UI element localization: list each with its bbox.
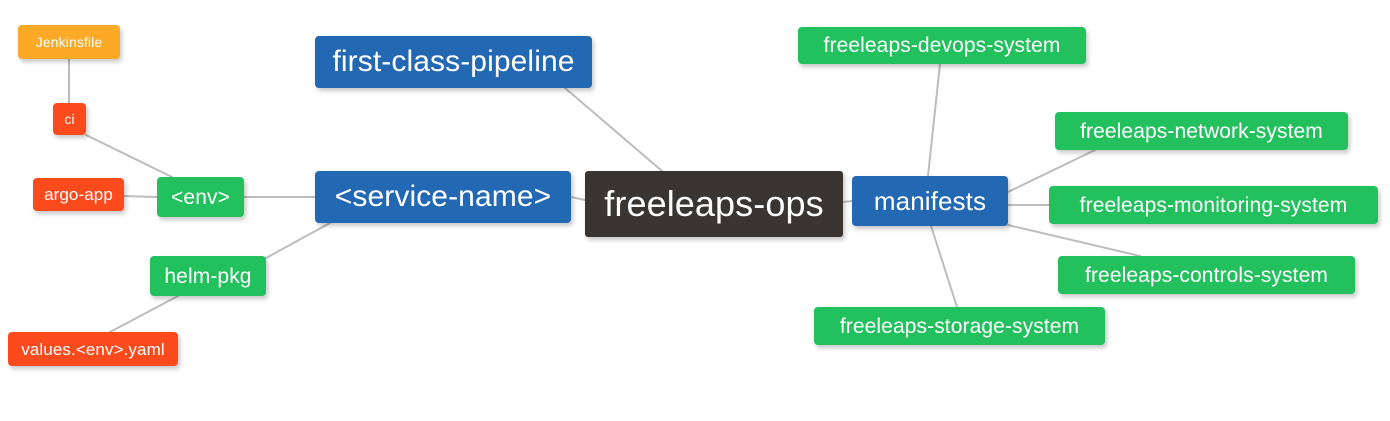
edge-service-name-to-helm-pkg: [265, 222, 331, 259]
mindmap-node-env[interactable]: <env>: [157, 177, 244, 217]
mindmap-node-jenkinsfile[interactable]: Jenkinsfile: [18, 25, 120, 59]
mindmap-node-ci[interactable]: ci: [53, 103, 86, 135]
edge-manifests-to-devops-system: [927, 63, 941, 177]
mindmap-node-values-yaml[interactable]: values.<env>.yaml: [8, 332, 178, 366]
mindmap-node-first-class-pipeline[interactable]: first-class-pipeline: [315, 36, 592, 88]
node-label: freeleaps-controls-system: [1085, 263, 1328, 287]
edge-freeleaps-ops-to-manifests: [842, 200, 853, 203]
node-label: ci: [64, 111, 75, 127]
node-label: values.<env>.yaml: [21, 339, 165, 359]
edge-ci-to-env: [85, 134, 173, 178]
edge-service-name-to-freeleaps-ops: [570, 196, 586, 201]
mindmap-node-storage-system[interactable]: freeleaps-storage-system: [814, 307, 1105, 345]
mindmap-node-argo-app[interactable]: argo-app: [33, 178, 124, 211]
edge-manifests-to-controls-system: [1007, 224, 1141, 257]
node-label: <service-name>: [334, 180, 552, 213]
mindmap-node-manifests[interactable]: manifests: [852, 176, 1008, 226]
edge-manifests-to-storage-system: [930, 225, 958, 308]
node-label: freeleaps-devops-system: [823, 34, 1061, 57]
mindmap-node-service-name[interactable]: <service-name>: [315, 171, 571, 223]
edge-helm-pkg-to-values-yaml: [109, 295, 179, 333]
mindmap-node-devops-system[interactable]: freeleaps-devops-system: [798, 27, 1086, 64]
node-label: freeleaps-network-system: [1080, 119, 1323, 143]
edge-first-class-pipeline-to-freeleaps-ops: [564, 87, 663, 172]
node-label: first-class-pipeline: [332, 45, 575, 78]
edge-argo-app-to-env: [123, 195, 158, 198]
node-label: freeleaps-monitoring-system: [1079, 193, 1348, 217]
node-label: Jenkinsfile: [35, 34, 103, 50]
mindmap-node-controls-system[interactable]: freeleaps-controls-system: [1058, 256, 1355, 294]
node-label: helm-pkg: [164, 264, 252, 288]
mindmap-node-network-system[interactable]: freeleaps-network-system: [1055, 112, 1348, 150]
mindmap-node-freeleaps-ops[interactable]: freeleaps-ops: [585, 171, 843, 237]
node-label: <env>: [171, 185, 230, 209]
node-label: freeleaps-storage-system: [839, 314, 1080, 338]
mindmap-node-helm-pkg[interactable]: helm-pkg: [150, 256, 266, 296]
node-label: freeleaps-ops: [604, 183, 824, 224]
mindmap-node-monitoring-system[interactable]: freeleaps-monitoring-system: [1049, 186, 1378, 224]
node-label: manifests: [873, 186, 987, 216]
node-label: argo-app: [44, 185, 113, 204]
